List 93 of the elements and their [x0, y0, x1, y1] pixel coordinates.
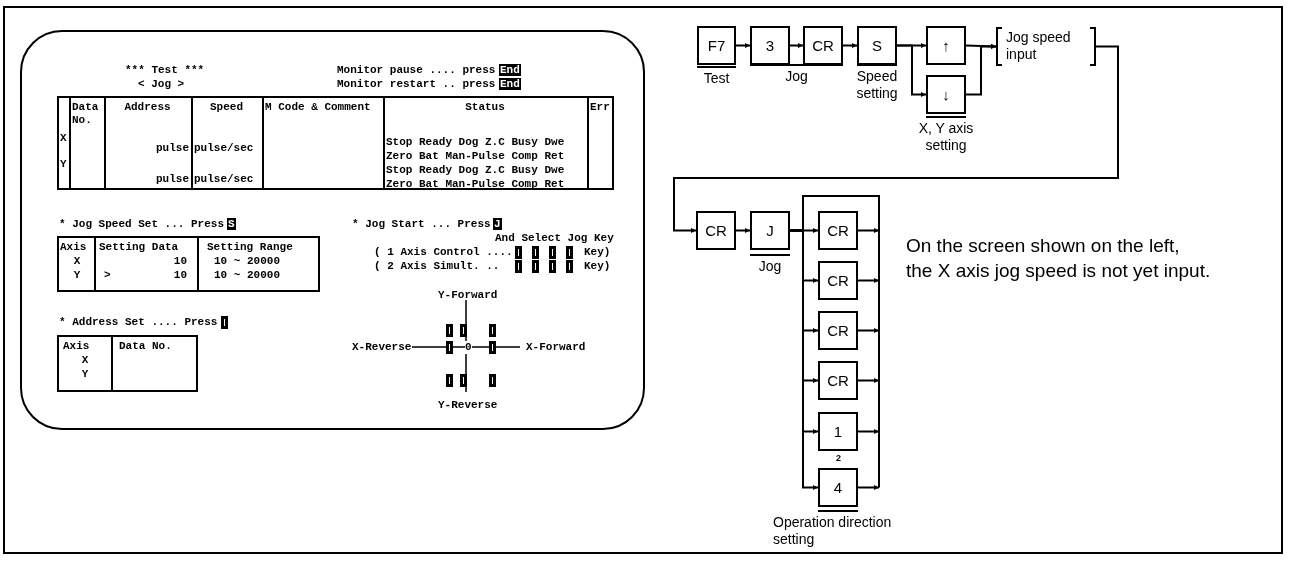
arrow — [842, 43, 858, 48]
key-box: CR — [818, 211, 858, 250]
table-value: Y — [60, 158, 68, 171]
screen-text: * Address Set .... Press — [59, 316, 218, 329]
column-header: Axis — [60, 241, 88, 254]
step-caption: X, Y axis setting — [906, 116, 986, 154]
screen-display — [20, 30, 645, 430]
note-text: On the screen shown on the left, the X axis jog speed is not yet input. — [906, 234, 1212, 283]
column-header: Address — [123, 101, 172, 114]
arrow — [789, 43, 804, 48]
screen-text: X-Reverse — [352, 341, 412, 354]
screen-text: *** Test *** — [125, 64, 205, 77]
column-header: Setting Range — [207, 241, 294, 254]
arrow — [789, 229, 819, 490]
screen-text: < Jog > — [138, 78, 185, 91]
table-value: X — [72, 255, 82, 268]
screen-text: And Select Jog Key — [495, 232, 614, 245]
screen-text: Key) — [584, 260, 611, 273]
table-value: X — [60, 132, 68, 145]
column-header: Data No. — [72, 101, 100, 127]
arrow — [857, 328, 880, 333]
screen-text: Monitor pause .... press — [337, 64, 496, 77]
address-table — [57, 335, 198, 392]
key-box: CR — [803, 26, 843, 65]
arrow — [857, 485, 880, 490]
column-header: Axis — [63, 340, 91, 353]
key-label: J — [493, 218, 502, 230]
arrow — [965, 44, 997, 96]
key-label: S — [227, 218, 236, 230]
arrow — [965, 43, 997, 49]
arrow — [857, 228, 880, 233]
key-box: 4 — [818, 468, 858, 507]
table-value: 10 ~ 20000 — [214, 269, 281, 282]
column-header: Setting Data — [99, 241, 180, 254]
step-caption: Operation direction setting — [773, 510, 913, 548]
column-header: Err — [590, 101, 611, 114]
arrow — [857, 378, 880, 383]
column-header: Speed — [209, 101, 244, 114]
table-value: Y — [80, 368, 90, 381]
table-value: Stop Ready Dog Z.C Busy Dwe — [386, 164, 566, 177]
screen-text: Y-Forward — [438, 289, 498, 302]
step-caption: Test — [697, 66, 736, 87]
screen-text: * Jog Speed Set ... Press — [59, 218, 225, 231]
key-box: ↓ — [926, 75, 966, 114]
step-caption: Jog — [750, 254, 790, 275]
key-box: F7 — [697, 26, 736, 65]
table-value: Y — [72, 269, 82, 282]
screen-text: Key) — [584, 246, 611, 259]
table-value: pulse — [155, 142, 189, 155]
table-value: pulse — [155, 173, 189, 186]
screen-text: Y-Reverse — [438, 399, 498, 412]
key-label: End — [499, 64, 521, 76]
table-value: 10 — [172, 269, 187, 282]
key-label: End — [499, 78, 521, 90]
key-box: ↑ — [926, 26, 966, 65]
column-header: Status — [464, 101, 506, 114]
table-value: Zero Bat Man-Pulse Comp Ret — [386, 178, 566, 191]
status-table — [57, 96, 614, 190]
table-value: X — [80, 354, 90, 367]
step-caption: Speed setting — [847, 64, 907, 102]
arrow — [735, 43, 751, 48]
key-box: CR — [818, 261, 858, 300]
screen-text: 0 — [465, 341, 472, 354]
key-box: 3 — [750, 26, 790, 65]
step-caption: Jog — [750, 64, 843, 85]
table-value: 10 ~ 20000 — [214, 255, 281, 268]
table-value: > — [104, 269, 112, 282]
table-value: pulse/sec — [194, 142, 255, 155]
screen-text: * Jog Start ... Press — [352, 218, 491, 231]
table-value: 10 — [172, 255, 187, 268]
key-box: S — [857, 26, 897, 65]
table-value: pulse/sec — [194, 173, 255, 186]
arrow — [896, 44, 927, 97]
key-box: J — [750, 211, 790, 250]
column-header: Data No. — [119, 340, 173, 353]
key-box: CR — [818, 311, 858, 350]
key-box: CR — [696, 211, 736, 250]
screen-text: ( 2 Axis Simult. .. — [374, 260, 500, 273]
key-box: 1 — [818, 412, 858, 451]
arrow — [735, 228, 751, 233]
screen-text: X-Forward — [526, 341, 586, 354]
arrow — [857, 278, 880, 283]
bracketed-label: Jog speed input — [996, 27, 1096, 66]
table-value: Stop Ready Dog Z.C Busy Dwe — [386, 136, 566, 149]
screen-text: ( 1 Axis Control .... — [374, 246, 513, 259]
screen-text: Monitor restart .. press — [337, 78, 496, 91]
column-header: M Code & Comment — [265, 101, 372, 114]
arrow — [857, 429, 880, 434]
repeat-count: 2 — [836, 453, 841, 463]
arrow — [673, 45, 1119, 233]
speed-setting-table — [57, 236, 320, 292]
key-box: CR — [818, 361, 858, 400]
table-value: Zero Bat Man-Pulse Comp Ret — [386, 150, 566, 163]
